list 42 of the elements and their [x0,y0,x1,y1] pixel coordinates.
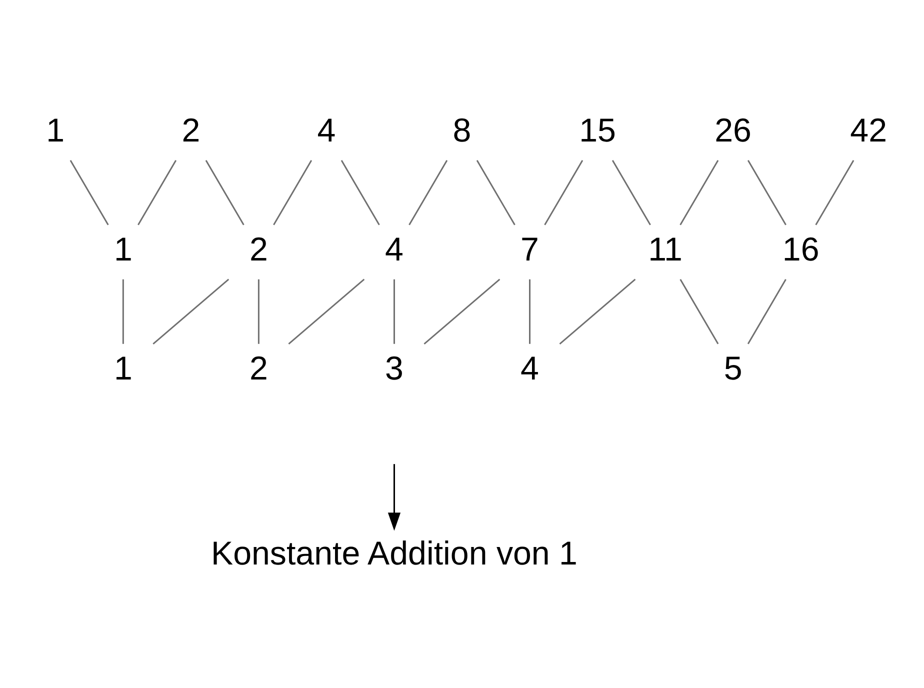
connector [122,278,124,344]
node-text: 42 [850,112,888,150]
node-text: 1 [114,231,132,268]
node-text: 1 [46,112,65,150]
node-text: 2 [249,350,268,387]
connector [815,160,854,225]
connector [544,160,584,225]
connector [476,160,516,225]
arrow [388,464,401,530]
node-text: 15 [579,112,616,150]
connector [680,160,719,225]
connector [138,160,177,225]
node-text: 8 [452,112,472,150]
node-text: 11 [648,231,682,268]
connector [393,278,395,344]
node-text: 4 [317,112,336,150]
node-text: Konstante Addition von 1 [210,534,578,572]
node-text: 5 [724,350,742,387]
connector [747,160,786,225]
connector [70,160,109,225]
node-text: 3 [385,350,404,387]
node-text: 1 [114,350,132,387]
node-text: 16 [782,231,820,268]
connector [258,278,260,344]
connector [288,278,365,344]
connector [612,160,651,225]
node-text: 26 [714,112,752,150]
connector [747,278,786,344]
connector [424,278,500,344]
node-text: 4 [520,350,539,387]
connector [529,278,531,344]
node-text: 2 [182,112,200,150]
connector [680,278,719,344]
node-text: 2 [249,231,268,268]
connector [340,160,380,225]
node-text: 4 [385,231,404,268]
connector [273,160,312,225]
node-text: 7 [520,231,539,268]
connector [152,278,230,344]
connector [559,278,636,344]
connector [408,160,448,225]
connector [205,160,244,225]
